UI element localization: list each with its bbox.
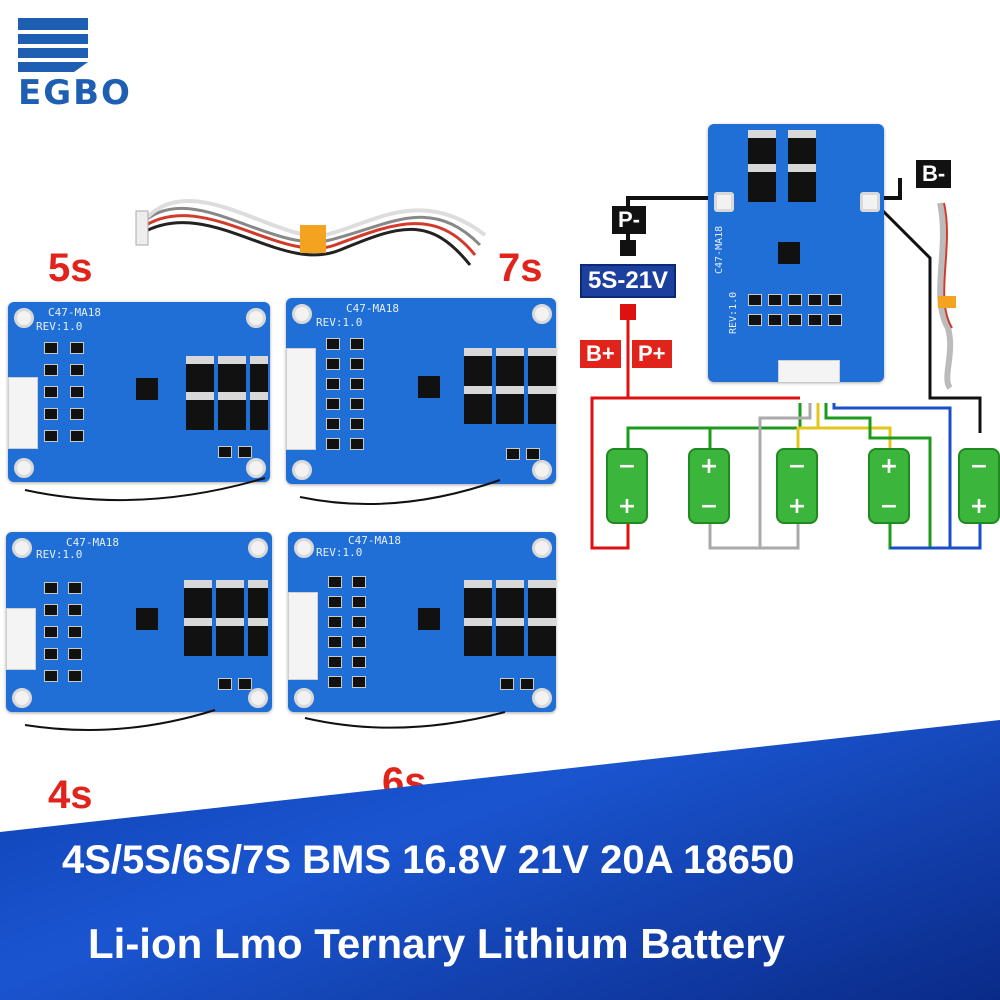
bms-board-7s: C47-MA18 REV:1.0	[286, 298, 556, 484]
wiring-lines	[590, 178, 982, 550]
board-wire-7s	[299, 479, 501, 505]
battery-cell-5: − +	[958, 448, 1000, 524]
board-size-label-4s: 4s	[48, 773, 93, 817]
battery-cell-1: − +	[606, 448, 648, 524]
p-minus-label: P-	[612, 206, 646, 235]
b-minus-label: B-	[916, 160, 952, 189]
board-size-label-5s: 5s	[48, 246, 93, 290]
headline-line-2: Li-ion Lmo Ternary Lithium Battery	[88, 920, 785, 967]
board-wire-6s	[304, 711, 506, 729]
board-wire-5s	[24, 477, 266, 502]
brand-logo: EGBO	[18, 18, 168, 113]
p-plus-label: P+	[632, 340, 672, 369]
bms-board-4s: C47-MA18 REV:1.0	[6, 532, 272, 712]
logo-mark-icon	[18, 18, 88, 72]
bms-board-5s: C47-MA18 REV:1.0	[8, 302, 270, 482]
battery-cell-2: + −	[688, 448, 730, 524]
battery-cell-4: + −	[868, 448, 910, 524]
wiring-diagram: C47-MA18 REV:1.0 P- B- 5S-21V B+ P+ − + …	[570, 118, 1000, 568]
headline-line-1: 4S/5S/6S/7S BMS 16.8V 21V 20A 18650	[62, 838, 795, 882]
board-wire-4s	[24, 709, 216, 731]
board-size-label-7s: 7s	[498, 246, 543, 290]
bms-board-diagram: C47-MA18 REV:1.0	[708, 124, 884, 382]
balance-wire-harness	[135, 198, 487, 266]
voltage-label: 5S-21V	[580, 264, 677, 299]
battery-cell-3: − +	[776, 448, 818, 524]
bms-board-6s: C47-MA18 REV:1.0	[288, 532, 556, 712]
logo-text: EGBO	[18, 73, 132, 113]
b-plus-label: B+	[580, 340, 621, 369]
